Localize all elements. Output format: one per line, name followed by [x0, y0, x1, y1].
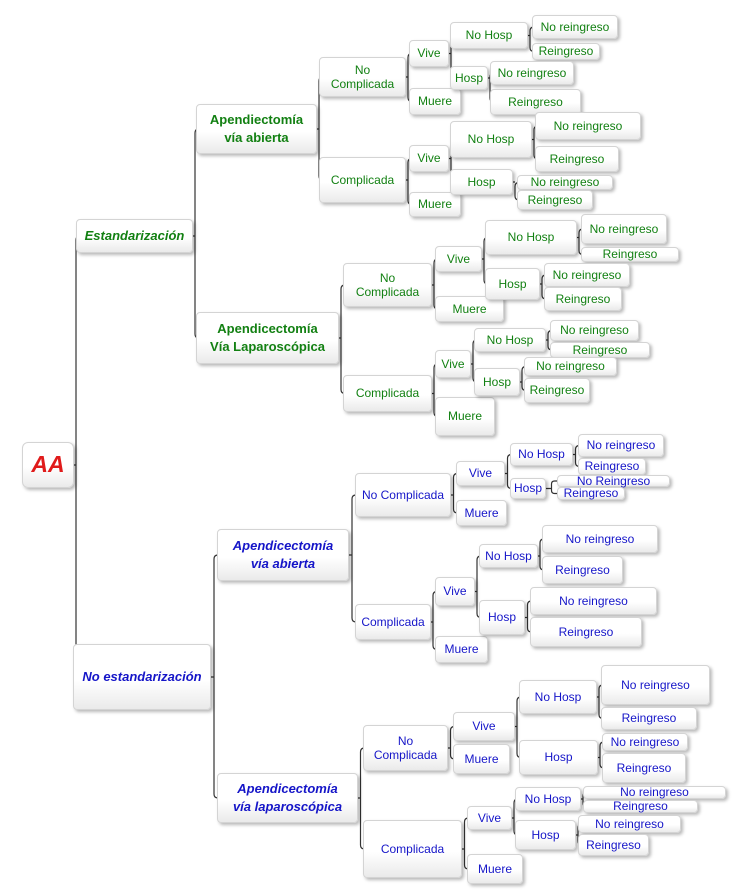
est-lap-nc-h-reingreso-node: Reingreso — [544, 287, 622, 311]
noest-ab-nc-hosp-node: Hosp — [510, 478, 546, 499]
est-lap-nc-vive-node: Vive — [435, 246, 482, 272]
est-lap-complicada-node: Complicada — [343, 375, 432, 412]
est-ab-c-h-reingreso-node: Reingreso — [517, 190, 593, 210]
est-lap-c-muere-node: Muere — [435, 397, 495, 436]
noest-lap-nc-vive-node: Vive — [453, 712, 515, 741]
est-lap-c-nh-no-reingreso-node: No reingreso — [550, 320, 639, 341]
est-lap-nc-h-no-reingreso-node: No reingreso — [544, 263, 630, 287]
est-lap-nc-no-hosp-node: No Hosp — [485, 220, 577, 255]
noest-ab-c-nh-reingreso-node: Reingreso — [542, 556, 623, 584]
noest-lap-nc-muere-node: Muere — [453, 744, 510, 774]
est-lap-c-nh-reingreso-node: Reingreso — [550, 342, 650, 358]
est-lap-c-h-no-reingreso-node: No reingreso — [524, 357, 617, 376]
noest-lap-complicada-node: Complicada — [363, 820, 462, 878]
noest-ab-nc-nh-no-reingreso-node: No reingreso — [578, 434, 664, 457]
est-ab-nc-h-no-reingreso-node: No reingreso — [490, 61, 574, 85]
noest-ab-nc-h-no-reingreso-node: No Reingreso — [557, 474, 670, 488]
noest-lap-nc-h-no-reingreso-node: No reingreso — [602, 733, 688, 751]
est-ab-c-nh-reingreso-node: Reingreso — [535, 146, 619, 172]
est-ab-nc-hosp-node: Hosp — [450, 66, 488, 90]
est-ab-c-no-hosp-node: No Hosp — [450, 121, 532, 158]
noest-lap-nc-no-hosp-node: No Hosp — [519, 680, 597, 714]
noest-lap-c-h-reingreso-node: Reingreso — [578, 834, 649, 856]
connector-estandarizacion-node — [193, 128, 200, 339]
noest-lap-c-h-no-reingreso-node: No reingreso — [578, 815, 681, 833]
noest-ab-c-nh-no-reingreso-node: No reingreso — [542, 525, 658, 553]
noest-ab-c-vive-node: Vive — [435, 577, 475, 606]
noest-lap-nc-nh-reingreso-node: Reingreso — [601, 707, 697, 730]
noest-ab-c-hosp-node: Hosp — [479, 600, 525, 635]
noest-ab-c-no-hosp-node: No Hosp — [479, 544, 538, 568]
noest-lap-c-vive-node: Vive — [467, 806, 512, 830]
noest-lap-nc-nh-no-reingreso-node: No reingreso — [601, 665, 710, 705]
est-ab-nc-muere-node: Muere — [409, 88, 461, 115]
noest-ab-complicada-node: Complicada — [355, 604, 431, 640]
est-ab-nc-vive-node: Vive — [409, 40, 449, 67]
connector-noest-ab-nc-hosp-node — [546, 480, 557, 495]
est-ab-nc-nh-reingreso-node: Reingreso — [532, 43, 600, 60]
est-ab-c-hosp-node: Hosp — [450, 169, 513, 195]
noest-lap-nc-hosp-node: Hosp — [519, 740, 598, 775]
est-ab-complicada-node: Complicada — [319, 157, 406, 203]
noest-lap-c-no-hosp-node: No Hosp — [515, 787, 581, 811]
noest-lap-nc-h-reingreso-node: Reingreso — [602, 753, 686, 783]
est-lap-c-hosp-node: Hosp — [474, 368, 520, 396]
est-lap-c-vive-node: Vive — [435, 350, 471, 378]
est-lap-nc-hosp-node: Hosp — [485, 268, 540, 300]
est-lap-nc-muere-node: Muere — [435, 296, 504, 322]
connector-no-estandarizacion-node — [211, 554, 219, 799]
est-ab-nc-h-reingreso-node: Reingreso — [490, 89, 581, 115]
noest-ab-c-muere-node: Muere — [435, 636, 488, 663]
noest-ab-c-h-reingreso-node: Reingreso — [530, 617, 642, 647]
est-ab-nc-nh-no-reingreso-node: No reingreso — [532, 15, 618, 39]
noest-lap-c-nh-no-reingreso-node: No reingreso — [583, 785, 726, 799]
est-lap-nc-nh-no-reingreso-node: No reingreso — [581, 214, 667, 244]
est-ab-c-muere-node: Muere — [409, 192, 461, 217]
noest-lap-c-nh-reingreso-node: Reingreso — [583, 799, 698, 813]
noest-lap-c-hosp-node: Hosp — [515, 820, 576, 850]
noest-ab-nc-no-hosp-node: No Hosp — [510, 443, 573, 466]
est-lap-nc-nh-reingreso-node: Reingreso — [581, 247, 679, 262]
noest-ab-c-h-no-reingreso-node: No reingreso — [530, 587, 657, 615]
noest-ab-nc-h-reingreso-node: Reingreso — [557, 486, 625, 500]
connector-root-node — [73, 235, 81, 678]
estandarizacion-node: Estandarización — [76, 219, 193, 253]
noest-lap-c-muere-node: Muere — [467, 854, 523, 884]
est-ab-nc-no-hosp-node: No Hosp — [450, 22, 528, 49]
root-node: AA — [22, 442, 74, 488]
noest-ab-no-complicada-node: No Complicada — [355, 473, 451, 517]
est-ab-c-vive-node: Vive — [409, 145, 449, 172]
est-ab-c-h-no-reingreso-node: No reingreso — [517, 175, 613, 190]
noest-ab-nc-vive-node: Vive — [456, 461, 505, 486]
noest-ab-nc-muere-node: Muere — [456, 500, 507, 526]
est-lap-c-no-hosp-node: No Hosp — [474, 328, 546, 352]
no-estandarizacion-node: No estandarización — [73, 644, 211, 710]
noest-ab-nc-nh-reingreso-node: Reingreso — [578, 458, 646, 475]
est-lap-c-h-reingreso-node: Reingreso — [524, 378, 590, 403]
est-ab-c-nh-no-reingreso-node: No reingreso — [535, 112, 641, 140]
